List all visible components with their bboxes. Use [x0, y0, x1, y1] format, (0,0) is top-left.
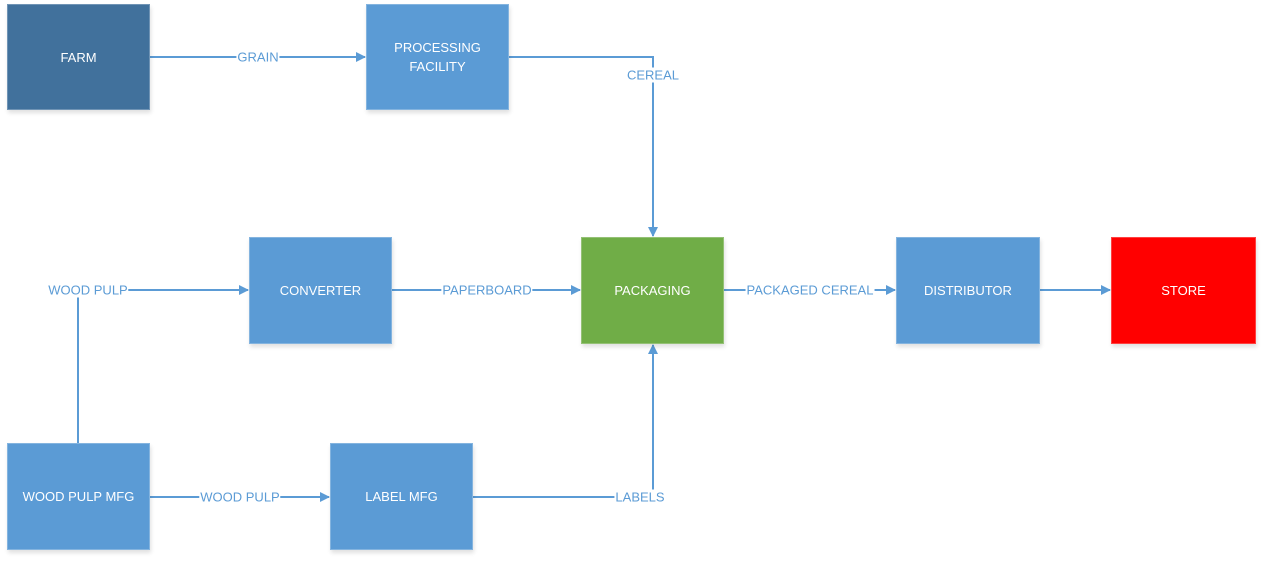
edge-label-wood-pulp-top: WOOD PULP [47, 282, 129, 298]
edge-label-grain: GRAIN [236, 49, 280, 65]
node-wood-pulp-mfg-label: WOOD PULP MFG [22, 489, 135, 504]
node-label-mfg[interactable]: LABEL MFG [330, 443, 473, 550]
edge-cereal [509, 56, 658, 237]
node-packaging[interactable]: PACKAGING [581, 237, 724, 344]
edge-labels [473, 344, 658, 498]
node-processing-facility[interactable]: PROCESSING FACILITY [366, 4, 509, 110]
node-distributor[interactable]: DISTRIBUTOR [896, 237, 1040, 344]
edge-label-cereal: CEREAL [625, 67, 681, 83]
edge-wood-pulp-top [77, 285, 249, 443]
node-converter-label: CONVERTER [279, 283, 362, 298]
edge-label-paperboard: PAPERBOARD [441, 282, 533, 298]
node-farm[interactable]: FARM [7, 4, 150, 110]
node-store[interactable]: STORE [1111, 237, 1256, 344]
edge-label-labels: LABELS [614, 489, 666, 505]
node-wood-pulp-mfg[interactable]: WOOD PULP MFG [7, 443, 150, 550]
edge-label-packaged-cereal: PACKAGED CEREAL [745, 282, 875, 298]
node-packaging-label: PACKAGING [614, 283, 691, 298]
node-processing-facility-label: PROCESSING FACILITY [394, 40, 481, 74]
node-converter[interactable]: CONVERTER [249, 237, 392, 344]
node-farm-label: FARM [60, 49, 97, 65]
node-distributor-label: DISTRIBUTOR [924, 283, 1012, 298]
node-label-mfg-label: LABEL MFG [365, 489, 438, 504]
node-store-label: STORE [1161, 283, 1206, 298]
edge-label-wood-pulp-bottom: WOOD PULP [199, 489, 281, 505]
